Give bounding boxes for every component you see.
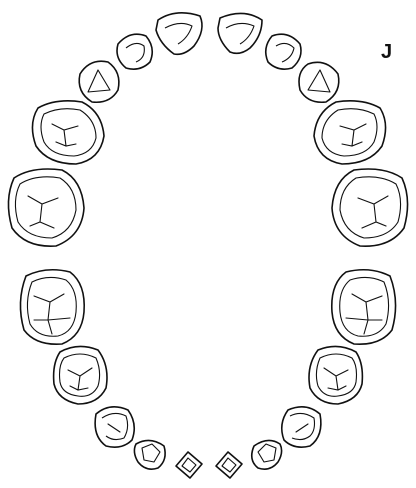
tooth-upper-central-incisor-left[interactable] [156, 13, 202, 55]
tooth-upper-lateral-incisor-right[interactable] [266, 34, 301, 69]
tooth-lower-lateral-incisor-left[interactable] [176, 452, 202, 478]
tooth-upper-central-incisor-right[interactable] [218, 13, 262, 53]
tooth-upper-first-premolar-right[interactable] [314, 101, 386, 164]
tooth-upper-lateral-incisor-left[interactable] [117, 34, 152, 69]
tooth-lower-second-premolar-left[interactable] [54, 346, 107, 404]
tooth-upper-second-premolar-right[interactable] [332, 169, 408, 246]
tooth-lower-first-premolar-right[interactable] [282, 407, 321, 447]
tooth-lower-first-molar-right[interactable] [332, 270, 396, 344]
tooth-lower-second-premolar-right[interactable] [309, 346, 362, 404]
tooth-lower-canine-right[interactable] [252, 440, 282, 469]
tooth-lower-lateral-incisor-right[interactable] [216, 452, 242, 478]
tooth-upper-canine-left[interactable] [79, 61, 119, 102]
tooth-lower-first-molar-left[interactable] [20, 270, 84, 344]
tooth-lower-canine-left[interactable] [134, 440, 165, 469]
tooth-upper-second-premolar-left[interactable] [8, 169, 84, 246]
tooth-lower-first-premolar-left[interactable] [95, 407, 134, 447]
tooth-upper-canine-right[interactable] [299, 62, 339, 102]
tooth-upper-first-premolar-left[interactable] [32, 101, 104, 164]
